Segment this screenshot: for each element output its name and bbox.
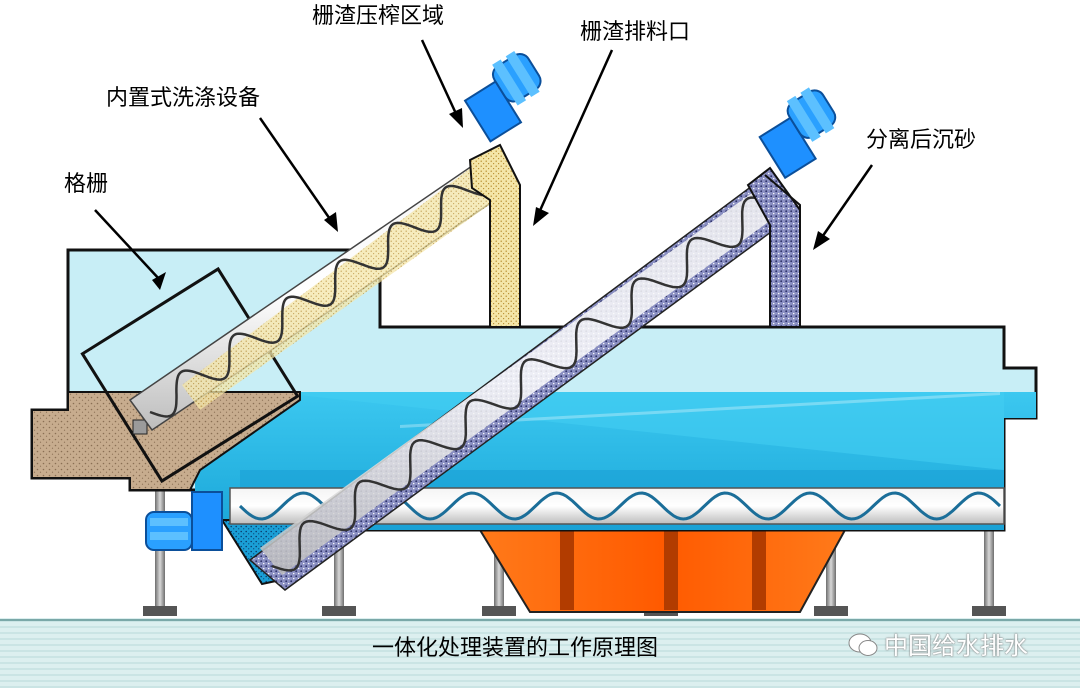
watermark: 中国给水排水 [848, 626, 1028, 661]
label-discharge: 栅渣排料口 [580, 20, 691, 45]
label-sand: 分离后沉砂 [866, 128, 977, 153]
sludge-zone [31, 391, 301, 491]
washer-screw [128, 153, 512, 432]
watermark-text: 中国给水排水 [884, 632, 1028, 660]
label-washer: 内置式洗涤设备 [106, 86, 261, 111]
figure-caption: 一体化处理装置的工作原理图 [372, 636, 659, 661]
motor-press [463, 51, 542, 143]
motor-bottom [145, 491, 223, 551]
label-arrows [94, 39, 874, 290]
ground [0, 618, 1080, 688]
chat-icon [848, 633, 878, 656]
sand-chute [746, 166, 801, 328]
screenings-chute [468, 143, 521, 328]
label-screen: 格栅 [64, 172, 109, 197]
motor-sand [758, 87, 837, 180]
label-press-zone: 栅渣压榨区域 [312, 4, 445, 29]
sand-hopper [478, 529, 847, 613]
